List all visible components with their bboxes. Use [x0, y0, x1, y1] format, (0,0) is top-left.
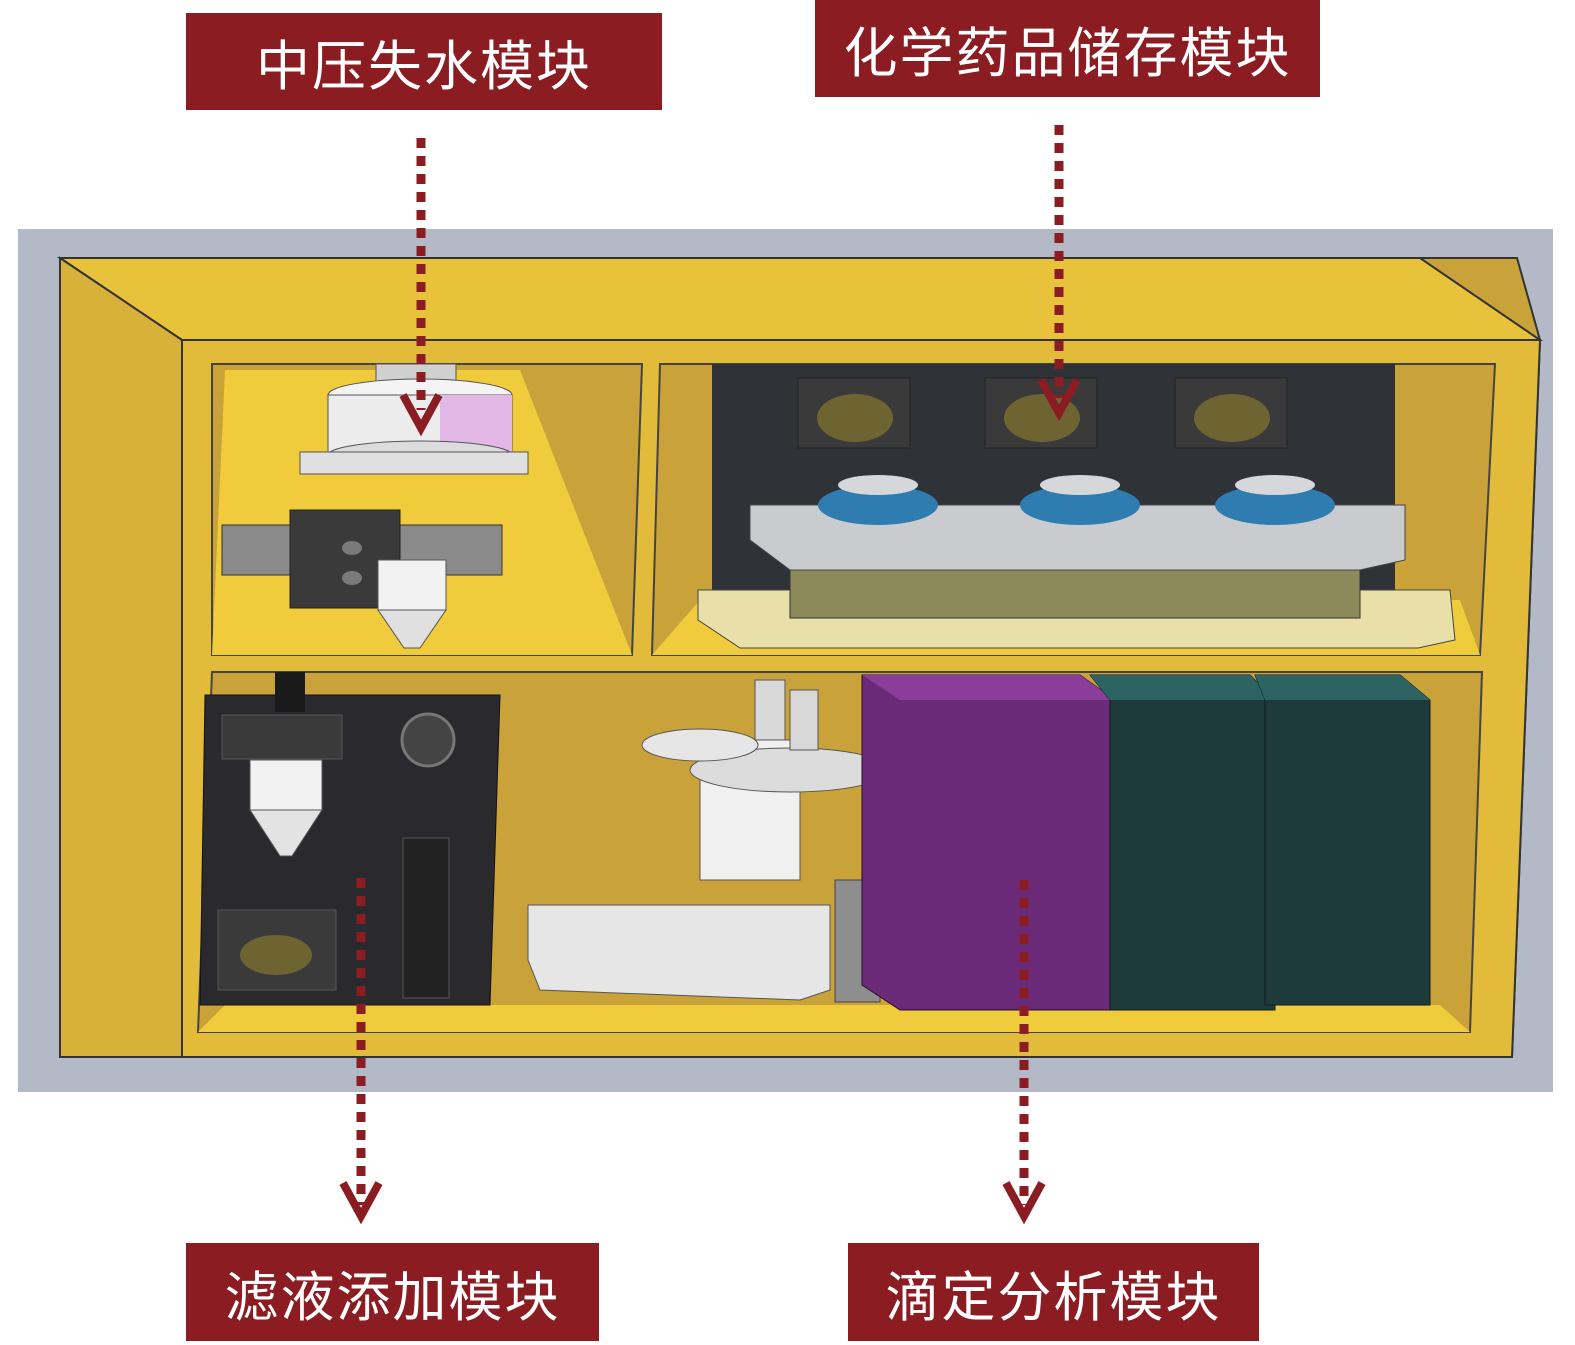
chemical-bottle-holder	[1174, 377, 1335, 525]
arrow-chemical	[1037, 125, 1081, 422]
arrow-titration	[1002, 880, 1046, 1225]
chemical-bottle-holder	[984, 377, 1140, 525]
label-water-loss-module: 中压失水模块	[186, 13, 662, 110]
arrow-water	[399, 138, 443, 437]
arrow-filtrate	[339, 878, 383, 1225]
chemical-storage-equipment	[697, 377, 1456, 649]
label-chemical-storage-module: 化学药品储存模块	[815, 0, 1320, 97]
titration-analysis-equipment	[527, 674, 1431, 1011]
label-filtrate-adding-module: 滤液添加模块	[186, 1243, 599, 1341]
chemical-bottle-holder	[797, 377, 938, 525]
water-loss-equipment	[221, 363, 529, 649]
label-titration-analysis-module: 滴定分析模块	[848, 1243, 1259, 1341]
filtrate-adding-equipment	[199, 672, 501, 1006]
